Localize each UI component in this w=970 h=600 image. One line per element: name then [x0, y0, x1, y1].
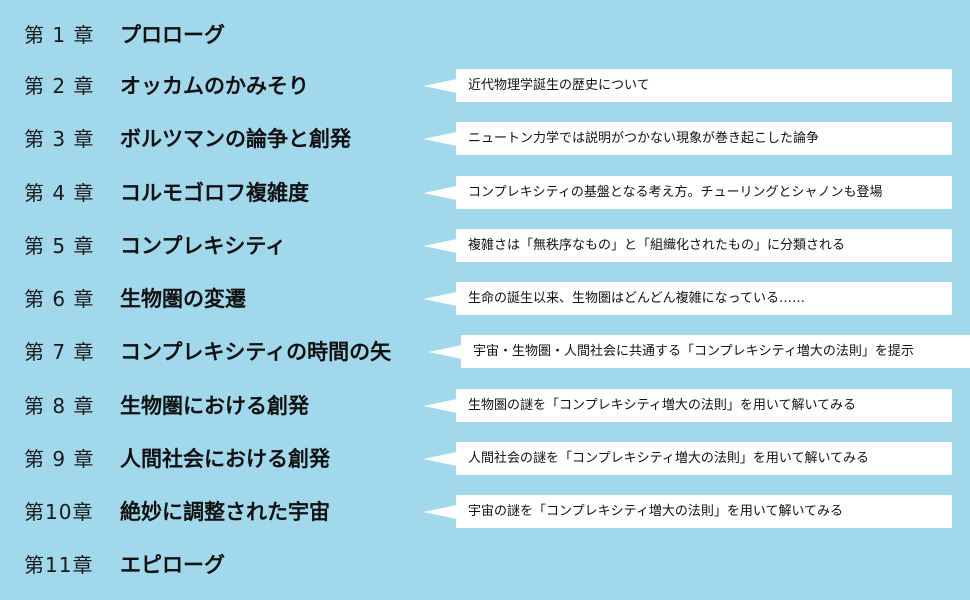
chapter-description-bubble: 宇宙・生物圏・人間社会に共通する「コンプレキシティ増大の法則」を提示 [428, 335, 970, 368]
chapter-number: 第 3 章 [24, 127, 95, 151]
chapter-title: プロローグ [120, 23, 225, 47]
chapter-title: コルモゴロフ複雑度 [120, 181, 309, 205]
chapter-number: 第11章 [24, 553, 94, 577]
chapter-number: 第10章 [24, 500, 94, 524]
chapter-row-8: 第 8 章 生物圏における創発 生物圏の謎を「コンプレキシティ増大の法則」を用い… [0, 386, 970, 426]
chapter-description: コンプレキシティの基盤となる考え方。チューリングとシャノンも登場 [468, 185, 883, 200]
chapter-number: 第 7 章 [24, 340, 95, 364]
chapter-title: 絶妙に調整された宇宙 [120, 500, 330, 524]
chapter-row-7: 第 7 章 コンプレキシティの時間の矢 宇宙・生物圏・人間社会に共通する「コンプ… [0, 332, 970, 372]
chapter-title: 人間社会における創発 [120, 447, 330, 471]
speech-tail-icon [423, 79, 457, 93]
chapter-description-bubble: 近代物理学誕生の歴史について [423, 69, 952, 102]
chapter-row-5: 第 5 章 コンプレキシティ 複雑さは「無秩序なもの」と「組織化されたもの」に分… [0, 226, 970, 266]
chapter-title: エピローグ [120, 553, 225, 577]
chapter-row-9: 第 9 章 人間社会における創発 人間社会の謎を「コンプレキシティ増大の法則」を… [0, 439, 970, 479]
chapter-description-bubble: 宇宙の謎を「コンプレキシティ増大の法則」を用いて解いてみる [423, 495, 952, 528]
chapter-title: コンプレキシティ [120, 234, 287, 258]
chapter-description: 宇宙の謎を「コンプレキシティ増大の法則」を用いて解いてみる [468, 504, 844, 519]
chapter-description: 人間社会の謎を「コンプレキシティ増大の法則」を用いて解いてみる [468, 451, 870, 466]
chapter-number: 第 9 章 [24, 447, 95, 471]
chapter-title: オッカムのかみそり [120, 74, 309, 98]
chapter-number: 第 2 章 [24, 74, 95, 98]
chapter-number: 第 6 章 [24, 287, 95, 311]
chapter-title: 生物圏における創発 [120, 394, 309, 418]
chapter-number: 第 8 章 [24, 394, 95, 418]
speech-tail-icon [428, 345, 462, 359]
chapter-number: 第 1 章 [24, 23, 95, 47]
chapter-description: 宇宙・生物圏・人間社会に共通する「コンプレキシティ増大の法則」を提示 [473, 344, 914, 359]
chapter-number: 第 5 章 [24, 234, 95, 258]
speech-tail-icon [423, 452, 457, 466]
chapter-row-4: 第 4 章 コルモゴロフ複雑度 コンプレキシティの基盤となる考え方。チューリング… [0, 173, 970, 213]
chapter-description-bubble: 人間社会の謎を「コンプレキシティ増大の法則」を用いて解いてみる [423, 442, 952, 475]
chapter-row-2: 第 2 章 オッカムのかみそり 近代物理学誕生の歴史について [0, 66, 970, 106]
chapter-row-10: 第10章 絶妙に調整された宇宙 宇宙の謎を「コンプレキシティ増大の法則」を用いて… [0, 492, 970, 532]
chapter-description: 生命の誕生以来、生物圏はどんどん複雑になっている…… [468, 291, 805, 306]
speech-tail-icon [423, 186, 457, 200]
chapter-number: 第 4 章 [24, 181, 95, 205]
chapter-description: 複雑さは「無秩序なもの」と「組織化されたもの」に分類される [468, 238, 846, 253]
chapter-row-3: 第 3 章 ボルツマンの論争と創発 ニュートン力学では説明がつかない現象が巻き起… [0, 119, 970, 159]
chapter-description: ニュートン力学では説明がつかない現象が巻き起こした論争 [468, 131, 820, 146]
chapter-row-1: 第 1 章 プロローグ [0, 15, 970, 55]
speech-tail-icon [423, 505, 457, 519]
chapter-description-bubble: 生命の誕生以来、生物圏はどんどん複雑になっている…… [423, 282, 952, 315]
chapter-title: コンプレキシティの時間の矢 [120, 340, 392, 364]
chapter-title: ボルツマンの論争と創発 [120, 127, 351, 151]
chapter-description-bubble: 生物圏の謎を「コンプレキシティ増大の法則」を用いて解いてみる [423, 389, 952, 422]
speech-tail-icon [423, 132, 457, 146]
speech-tail-icon [423, 239, 457, 253]
chapter-row-6: 第 6 章 生物圏の変遷 生命の誕生以来、生物圏はどんどん複雑になっている…… [0, 279, 970, 319]
chapter-description-bubble: ニュートン力学では説明がつかない現象が巻き起こした論争 [423, 122, 952, 155]
speech-tail-icon [423, 399, 457, 413]
chapter-title: 生物圏の変遷 [120, 287, 246, 311]
chapter-row-11: 第11章 エピローグ [0, 545, 970, 585]
speech-tail-icon [423, 292, 457, 306]
chapter-description: 生物圏の謎を「コンプレキシティ増大の法則」を用いて解いてみる [468, 398, 857, 413]
chapter-description: 近代物理学誕生の歴史について [468, 78, 650, 93]
chapter-description-bubble: コンプレキシティの基盤となる考え方。チューリングとシャノンも登場 [423, 176, 952, 209]
chapter-description-bubble: 複雑さは「無秩序なもの」と「組織化されたもの」に分類される [423, 229, 952, 262]
